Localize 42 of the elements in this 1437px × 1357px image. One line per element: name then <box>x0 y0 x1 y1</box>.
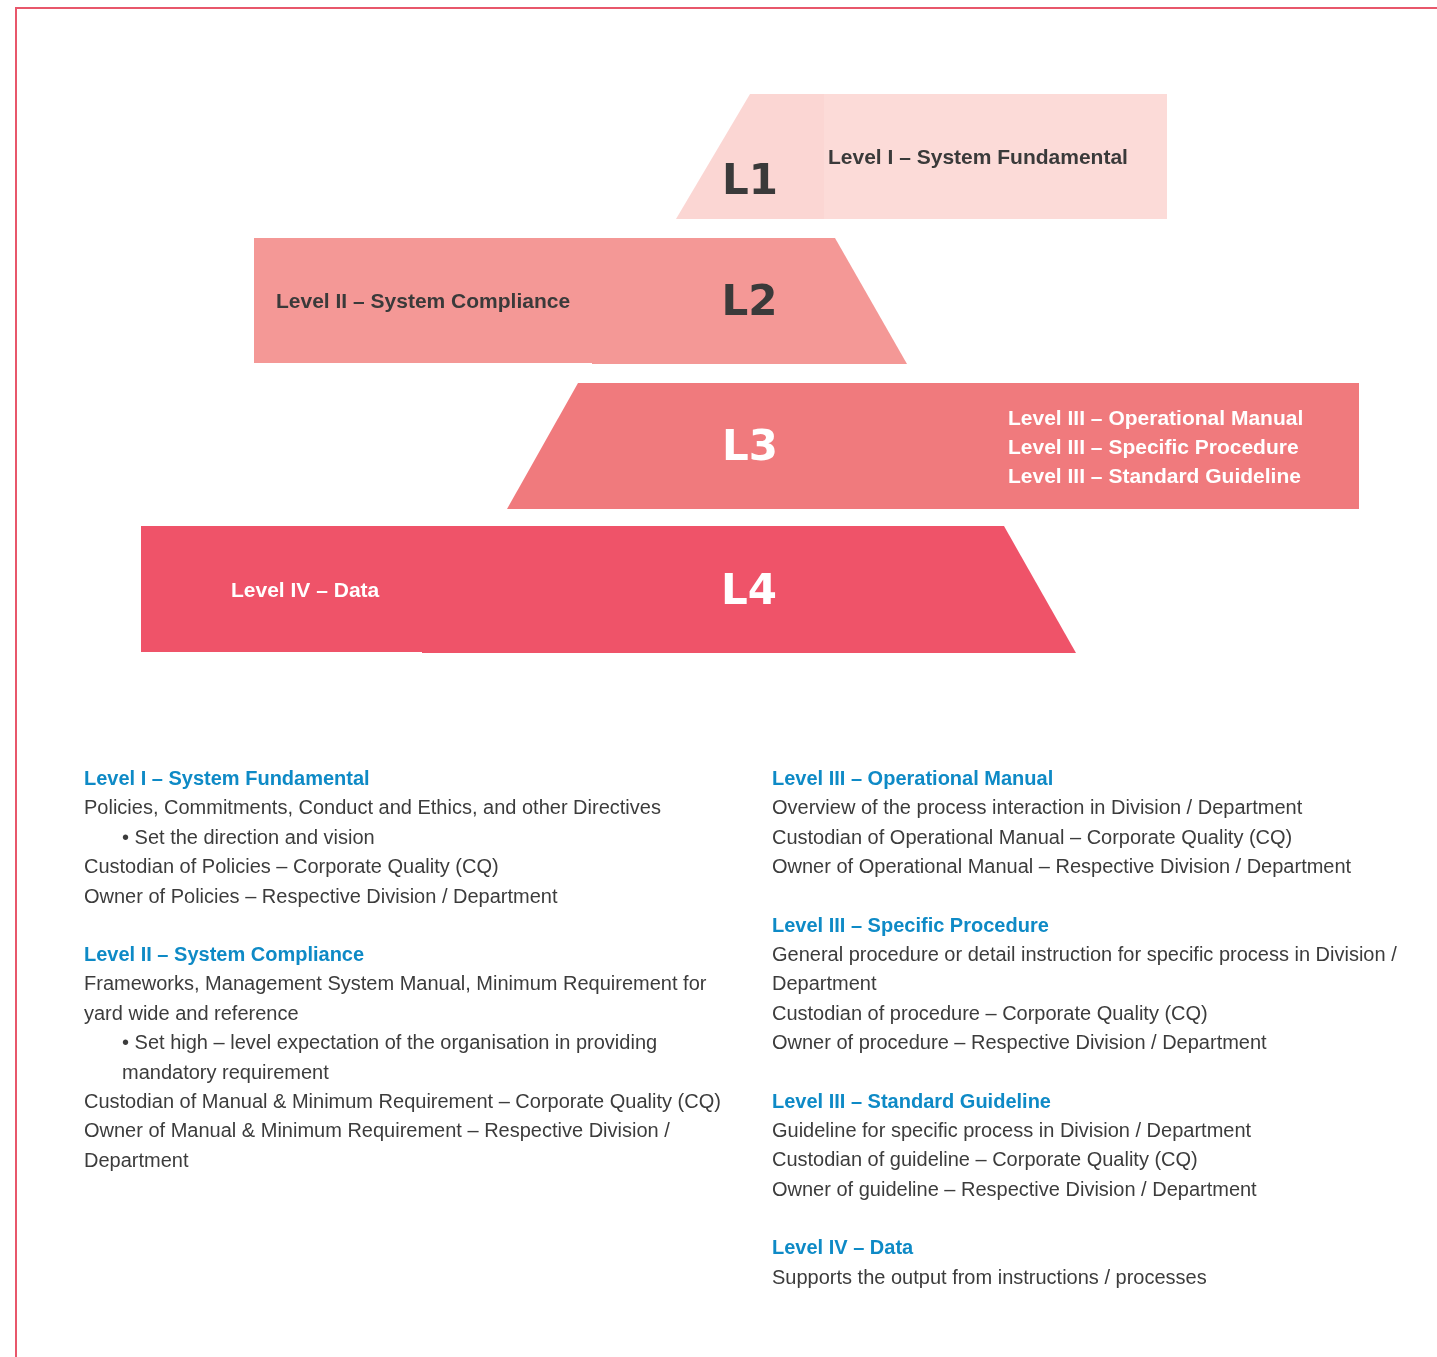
body-text: Owner of procedure – Respective Division / Department <box>772 1030 1268 1056</box>
level-band <box>141 526 422 652</box>
body-text: Custodian of Manual & Minimum Requirement – Corporate Quality (CQ) <box>84 1089 722 1115</box>
body-text: Overview of the process interaction in Division / Department <box>772 795 1304 821</box>
body-text: Custodian of Operational Manual – Corporate Quality (CQ) <box>772 824 1294 850</box>
bullet-text: • Set the direction and vision <box>121 824 376 850</box>
body-text: Custodian of Policies – Corporate Quality (CQ) <box>84 854 500 880</box>
pyramid-tier <box>592 238 907 364</box>
level-band <box>993 383 1359 509</box>
level-label: Level I – System Fundamental <box>828 144 1128 170</box>
body-text: Custodian of procedure – Corporate Quality (CQ) <box>772 1000 1209 1026</box>
level-label: Level III – Standard Guideline <box>1008 462 1301 489</box>
pyramid-tier <box>422 526 1076 653</box>
level-label: Level III – Specific Procedure <box>1008 433 1299 460</box>
level-label: Level II – System Compliance <box>276 288 571 314</box>
level-band <box>254 238 592 363</box>
body-text: Policies, Commitments, Conduct and Ethics, and other Directives <box>84 795 662 821</box>
level-label: Level IV – Data <box>231 576 380 603</box>
section-heading: Level II – System Compliance <box>84 942 366 968</box>
body-text: Guideline for specific process in Division / Department <box>772 1118 1253 1144</box>
section-heading: Level III – Operational Manual <box>772 766 1055 791</box>
body-text: General procedure or detail instruction for specific process in Division / Department <box>772 942 1397 997</box>
body-text: Owner of Operational Manual – Respective Division / Department <box>772 854 1353 880</box>
body-text: Custodian of guideline – Corporate Quality (CQ) <box>772 1147 1199 1173</box>
section-heading: Level III – Standard Guideline <box>772 1088 1052 1114</box>
section-heading: Level I – System Fundamental <box>84 766 371 791</box>
body-text: Owner of guideline – Respective Division / Department <box>772 1176 1258 1202</box>
tier-label: L1 <box>722 159 778 201</box>
section-heading: Level IV – Data <box>772 1235 915 1261</box>
body-text: Supports the output from instructions / processes <box>772 1264 1208 1290</box>
pyramid-tier <box>507 383 993 509</box>
tier-label: L3 <box>722 425 778 467</box>
level-band <box>824 94 1167 219</box>
tier-label: L4 <box>721 568 777 611</box>
section-heading: Level III – Specific Procedure <box>772 912 1050 938</box>
body-text: Owner of Policies – Respective Division / Department <box>84 883 559 909</box>
tier-label: L2 <box>721 280 778 322</box>
level-label: Level III – Operational Manual <box>1008 404 1304 431</box>
pyramid-tier <box>676 93 824 219</box>
bullet-text: • Set high – level expectation of the organisation in providing mandatory requirement <box>121 1030 659 1085</box>
body-text: Frameworks, Management System Manual, Minimum Requirement for yard wide and reference <box>84 971 708 1026</box>
body-text: Owner of Manual & Minimum Requirement – Respective Division / Department <box>84 1118 671 1173</box>
